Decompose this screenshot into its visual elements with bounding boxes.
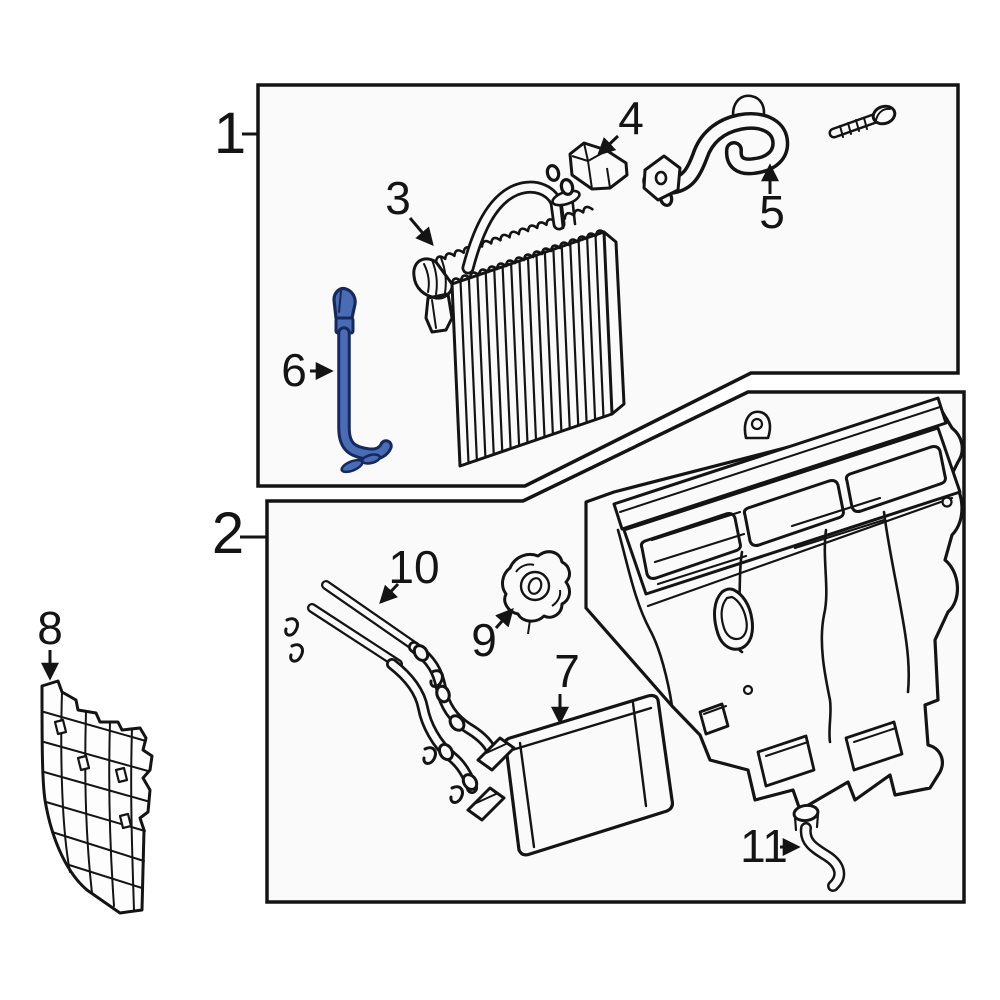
tank-ribs: [423, 257, 447, 329]
part-side-cover[interactable]: [40, 679, 154, 915]
housing-left-edge: [616, 528, 674, 708]
grille-rim-line: [619, 406, 941, 513]
hose-inner: [802, 824, 843, 890]
vent-2: [742, 479, 845, 547]
cover-grid-v: [60, 691, 135, 911]
o-ring: [545, 164, 561, 182]
core-fittings: [466, 736, 516, 822]
bolt-threads: [839, 117, 868, 138]
hose-cap: [792, 803, 820, 823]
fins: [461, 235, 604, 463]
callout-11: 11: [740, 820, 801, 872]
bolt-head-line: [875, 107, 891, 121]
callout-8-label[interactable]: 8: [37, 602, 63, 654]
bolt-head: [871, 104, 897, 126]
core-slab: [503, 693, 675, 857]
scoop-inner: [720, 595, 748, 641]
hose-b-inner: [388, 660, 476, 792]
part-drain-hose[interactable]: [792, 803, 846, 892]
flange-hole: [654, 170, 668, 186]
callout-6: 6: [281, 344, 334, 396]
callout-4: 4: [597, 92, 644, 156]
callout-1: 1: [214, 101, 258, 166]
fin-lines: [461, 235, 604, 463]
part-bolt[interactable]: [828, 104, 897, 139]
part-heater-core[interactable]: [466, 693, 675, 857]
callout-10: 10: [379, 541, 440, 604]
part-drain-tube-highlighted[interactable]: [332, 286, 393, 475]
callout-9-label[interactable]: 9: [471, 614, 497, 666]
valve-facets: [571, 142, 611, 190]
clamp: [461, 773, 479, 791]
part-hvac-housing[interactable]: [584, 396, 964, 812]
cap-facet: [338, 290, 342, 313]
flange-hole: [941, 496, 953, 508]
roof-hook-hole: [750, 417, 764, 431]
callout-3-leader: [408, 217, 434, 247]
feet-lines: [703, 705, 897, 757]
servo-shaft: [527, 577, 543, 595]
fitting-lines: [473, 743, 507, 805]
callout-8: 8: [37, 602, 63, 681]
flange-hole-2: [742, 684, 754, 696]
callout-9: 9: [471, 607, 514, 666]
callout-2-label[interactable]: 2: [212, 501, 244, 566]
pipe-a-inner: [323, 582, 417, 649]
housing-ribs: [650, 496, 886, 586]
tray-front-line: [646, 496, 954, 608]
hose-collar: [793, 812, 820, 832]
arc-pipe-inner: [464, 183, 563, 272]
callout-4-label[interactable]: 4: [618, 92, 644, 144]
cover-slots: [53, 718, 133, 830]
core-outline: [450, 230, 626, 468]
callout-11-label[interactable]: 11: [740, 820, 788, 872]
callout-2: 2: [212, 501, 267, 566]
assembly-1-box: [256, 83, 960, 488]
tube-cap: [332, 286, 357, 323]
clamp: [448, 714, 466, 732]
hose-a-inner: [410, 643, 494, 752]
retainer-clips: [284, 617, 464, 804]
grille-rim: [612, 396, 948, 531]
callout-7: 7: [551, 645, 580, 725]
cover-grid-h: [43, 711, 149, 889]
callout-3: 3: [385, 172, 434, 247]
clamp: [435, 684, 451, 704]
callout-1-label[interactable]: 1: [214, 101, 246, 166]
servo-details: [515, 563, 562, 635]
o-ring: [559, 178, 575, 196]
callout-3-label[interactable]: 3: [385, 172, 411, 224]
callout-7-label[interactable]: 7: [554, 645, 580, 697]
part-servo-motor[interactable]: [501, 550, 571, 635]
tube-end-leaf-2: [360, 453, 382, 465]
vent-3: [844, 445, 947, 513]
core-bands: [510, 701, 653, 849]
part-heater-pipes[interactable]: [284, 580, 496, 804]
callout-9-leader: [494, 607, 514, 629]
callout-5: 5: [759, 163, 785, 238]
assembly-1-outline: [256, 83, 960, 488]
hose-clamps: [412, 644, 479, 791]
tube-inner: [340, 329, 390, 459]
callout-5-label[interactable]: 5: [759, 186, 785, 238]
part-suction-pipe[interactable]: [642, 94, 790, 202]
pipe-inner: [664, 115, 786, 192]
pipe-b-inner: [309, 605, 401, 667]
part-evaporator-core[interactable]: [414, 187, 624, 466]
callout-6-label[interactable]: 6: [281, 344, 307, 396]
clamp: [437, 742, 455, 762]
callout-4-leader: [597, 134, 620, 156]
clamp: [412, 644, 430, 662]
callout-10-leader: [379, 582, 400, 604]
fin-top-row-back: [434, 205, 594, 264]
header-tank: [412, 257, 454, 334]
